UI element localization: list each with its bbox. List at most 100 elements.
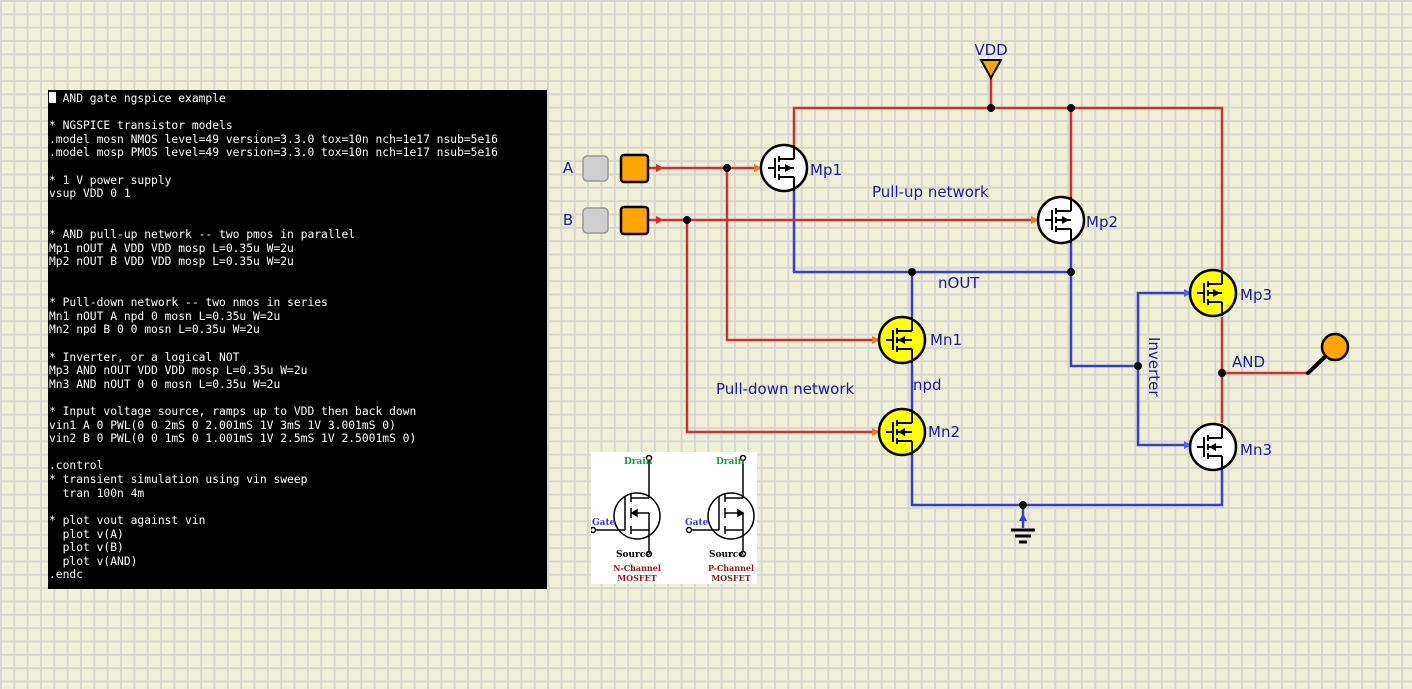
input-label: B <box>563 211 573 229</box>
transistor-mp1[interactable]: Mp1 <box>759 143 842 193</box>
input-switch-b[interactable] <box>582 207 609 234</box>
transistor-label: Mn3 <box>1240 441 1272 459</box>
netlist-line-text: Mn2 npd B 0 0 mosn L=0.35u W=2u <box>49 323 260 337</box>
transistor-mp2[interactable]: Mp2 <box>1036 195 1118 245</box>
netlist-line: * AND pull-up network -- two pmos in par… <box>49 228 547 242</box>
netlist-line: .model mosp PMOS level=49 version=3.3.0 … <box>49 146 547 160</box>
p-source-label: Source <box>709 550 744 560</box>
mosfet-arrow <box>898 428 905 436</box>
transistor-mn2[interactable]: Mn2 <box>877 407 960 457</box>
mosfet-arrow <box>1213 289 1220 297</box>
arrow-icon <box>1184 441 1192 449</box>
input-source-a[interactable] <box>619 153 650 184</box>
label-nout: nOUT <box>938 274 980 292</box>
transistor-label: Mp2 <box>1086 213 1118 231</box>
netlist-line: Mn3 AND nOUT 0 0 mosn L=0.35u W=2u <box>49 378 547 392</box>
label-npd: npd <box>913 376 942 394</box>
netlist-line-text: vin1 A 0 PWL(0 0 2mS 0 2.001mS 1V 3mS 1V… <box>49 418 396 432</box>
arrow-icon <box>656 164 664 172</box>
junction-dot <box>908 268 916 276</box>
netlist-line-text: * AND pull-up network -- two pmos in par… <box>49 228 356 242</box>
n-mosfet-label: MOSFET <box>617 573 656 583</box>
netlist-line-text: * transient simulation using vin sweep <box>49 473 308 487</box>
input-label: A <box>563 159 574 177</box>
netlist-line: * NGSPICE transistor models <box>49 119 547 133</box>
netlist-line-text: Mn3 AND nOUT 0 0 mosn L=0.35u W=2u <box>49 377 281 391</box>
netlist-line-text: vin2 B 0 PWL(0 0 1mS 0 1.001mS 1V 2.5mS … <box>49 432 417 446</box>
transistor-mn1[interactable]: Mn1 <box>877 315 962 365</box>
arrow-icon <box>1019 513 1027 521</box>
p-channel-symbol <box>685 454 755 558</box>
netlist-line: * AND gate ngspice example <box>49 92 547 106</box>
netlist-line-text: * NGSPICE transistor models <box>49 119 233 133</box>
label-and: AND <box>1232 353 1265 371</box>
netlist-line: vin1 A 0 PWL(0 0 2mS 0 2.001mS 1V 3mS 1V… <box>49 419 547 433</box>
netlist-line-text: Mp1 nOUT A VDD VDD mosp L=0.35u W=2u <box>49 241 294 255</box>
netlist-line-text: .model mosn NMOS level=49 version=3.3.0 … <box>49 132 498 146</box>
junction-dot <box>1067 268 1075 276</box>
arrow-icon <box>872 428 880 436</box>
junction-dot <box>683 216 691 224</box>
arrow-icon <box>872 336 880 344</box>
netlist-line: * plot vout against vin <box>49 514 547 528</box>
mosfet-arrow <box>1062 216 1069 224</box>
output-probe-icon[interactable] <box>1320 332 1350 362</box>
netlist-line: Mp3 AND nOUT VDD VDD mosp L=0.35u W=2u <box>49 364 547 378</box>
netlist-line-text: * Pull-down network -- two nmos in serie… <box>49 296 328 310</box>
netlist-line: Mn1 nOUT A npd 0 mosn L=0.35u W=2u <box>49 310 547 324</box>
transistor-label: Mp3 <box>1240 286 1272 304</box>
netlist-line: * Inverter, or a logical NOT <box>49 351 547 365</box>
netlist-editor[interactable]: * AND gate ngspice example * NGSPICE tran… <box>48 90 547 589</box>
netlist-line-text: plot v(A) <box>49 527 124 541</box>
netlist-line-text: .control <box>49 459 104 473</box>
arrow-icon <box>1031 216 1039 224</box>
netlist-line-text: Mp2 nOUT B VDD VDD mosp L=0.35u W=2u <box>49 255 294 269</box>
netlist-line: tran 100n 4m <box>49 487 547 501</box>
netlist-line-text: * 1 V power supply <box>49 173 172 187</box>
n-gate-label: Gate <box>592 518 616 528</box>
nout-to-inverter-wire <box>1069 243 1138 368</box>
netlist-line: vin2 B 0 PWL(0 0 1mS 0 1.001mS 1V 2.5mS … <box>49 432 547 446</box>
junction-dot <box>987 104 995 112</box>
vdd-rail <box>792 106 1224 271</box>
input-switch-a[interactable] <box>582 155 609 182</box>
transistor-mn3[interactable]: Mn3 <box>1188 422 1272 472</box>
netlist-line-text: .model mosp PMOS level=49 version=3.3.0 … <box>49 146 498 160</box>
netlist-line: * Input voltage source, ramps up to VDD … <box>49 405 547 419</box>
mosfet-arrow <box>1209 443 1216 451</box>
netlist-line: Mn2 npd B 0 0 mosn L=0.35u W=2u <box>49 323 547 337</box>
mp3-gate-wire <box>1136 291 1190 366</box>
junction-dot <box>723 164 731 172</box>
arrow-icon <box>656 216 664 224</box>
netlist-line: .model mosn NMOS level=49 version=3.3.0 … <box>49 133 547 147</box>
n-channel-label: N-Channel <box>613 563 661 573</box>
netlist-line: .endc <box>49 568 547 582</box>
netlist-line: plot v(A) <box>49 528 547 542</box>
netlist-line: vsup VDD 0 1 <box>49 187 547 201</box>
n-drain-label: Drain <box>624 457 653 467</box>
netlist-line-text: .endc <box>49 568 84 582</box>
p-mosfet-label: MOSFET <box>711 573 750 583</box>
p-gate-label: Gate <box>685 518 709 528</box>
input-source-b[interactable] <box>619 205 650 236</box>
nout-wire <box>792 190 1071 274</box>
netlist-line: * 1 V power supply <box>49 174 547 188</box>
netlist-line: .control <box>49 459 547 473</box>
netlist-line-text: * Inverter, or a logical NOT <box>49 350 240 364</box>
netlist-line-text: * Input voltage source, ramps up to VDD … <box>49 405 417 419</box>
netlist-line: plot v(AND) <box>49 555 547 569</box>
label-inverter: Inverter <box>1145 337 1163 397</box>
junction-dot <box>1218 369 1226 377</box>
netlist-line-text: * plot vout against vin <box>49 513 206 527</box>
label-pulldown: Pull-down network <box>716 380 855 398</box>
netlist-line-text: plot v(B) <box>49 541 124 555</box>
vdd-label: VDD <box>974 41 1007 59</box>
transistor-mp3[interactable]: Mp3 <box>1188 268 1272 318</box>
vdd-source-icon[interactable] <box>979 59 1003 81</box>
netlist-line-text: * AND gate ngspice example <box>49 92 226 105</box>
junction-dot <box>1134 362 1142 370</box>
netlist-line: Mp2 nOUT B VDD VDD mosp L=0.35u W=2u <box>49 255 547 269</box>
p-drain-label: Drain <box>716 457 745 467</box>
netlist-line: * Pull-down network -- two nmos in serie… <box>49 296 547 310</box>
